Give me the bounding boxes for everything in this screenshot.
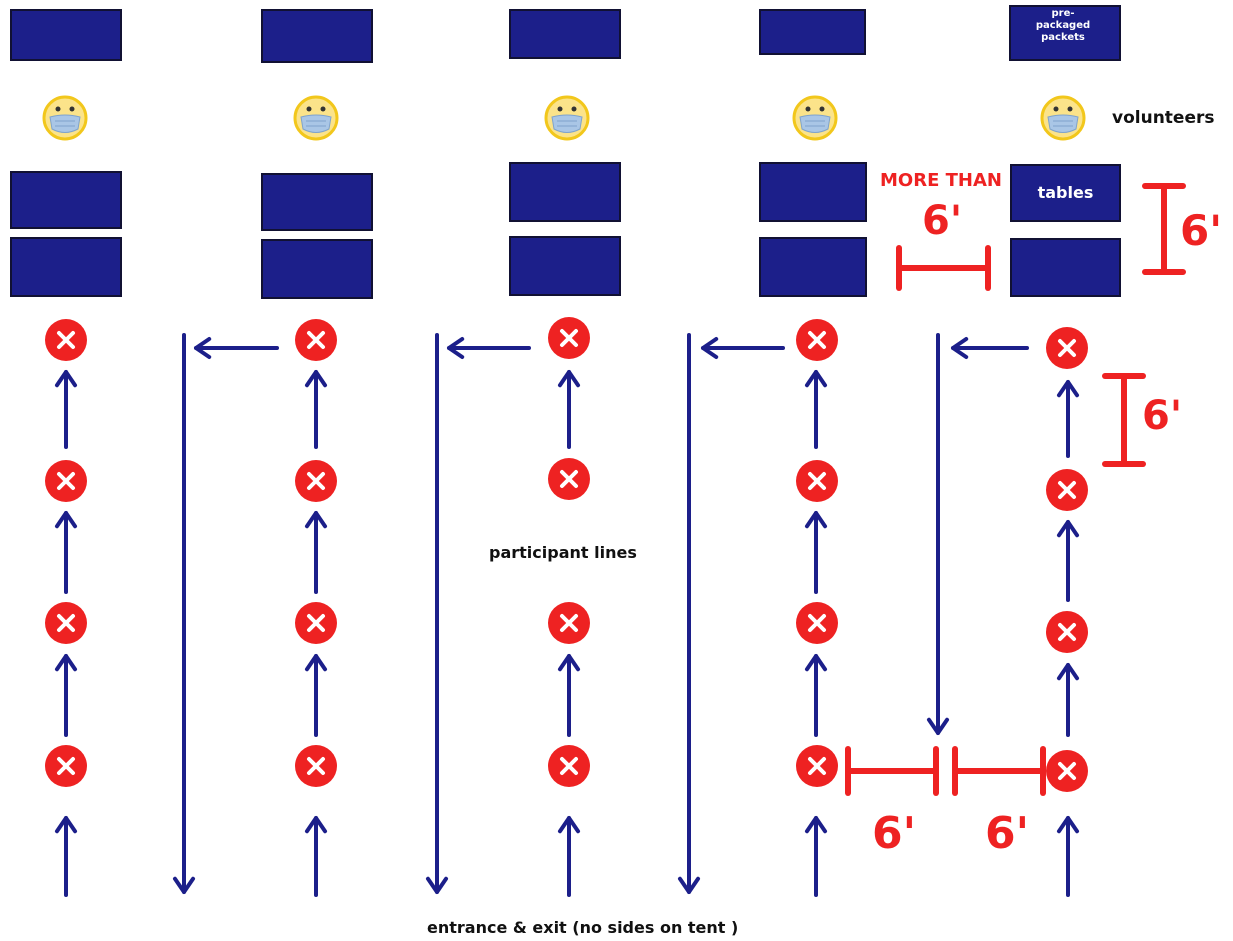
spot-markers-layer bbox=[45, 317, 1088, 792]
x-circle-icon bbox=[295, 602, 337, 644]
x-circle-icon bbox=[548, 745, 590, 787]
masked-face-icon bbox=[293, 95, 339, 141]
arrow-up-icon bbox=[1056, 520, 1080, 602]
prepackaged-packets-label: pre- packaged packets bbox=[1035, 8, 1091, 43]
x-circle-icon bbox=[295, 745, 337, 787]
packet-box bbox=[759, 9, 866, 55]
arrow-up-icon bbox=[54, 816, 78, 897]
x-circle-icon bbox=[1046, 327, 1088, 369]
arrow-left-icon bbox=[447, 336, 531, 360]
x-circle-icon bbox=[45, 319, 87, 361]
six-ft-label-table-length: 6' bbox=[1180, 206, 1223, 255]
x-circle-icon bbox=[1046, 750, 1088, 792]
table bbox=[10, 237, 122, 297]
measure-bracket bbox=[952, 746, 1046, 796]
measure-bracket bbox=[845, 746, 939, 796]
volunteers-layer bbox=[42, 95, 1086, 141]
table bbox=[10, 171, 122, 229]
arrow-up-icon bbox=[804, 511, 828, 594]
x-circle-icon bbox=[796, 602, 838, 644]
arrow-up-icon bbox=[804, 370, 828, 449]
arrow-up-icon bbox=[1056, 816, 1080, 897]
arrow-left-icon bbox=[194, 336, 279, 360]
x-circle-icon bbox=[45, 745, 87, 787]
x-circle-icon bbox=[548, 458, 590, 500]
arrow-up-icon bbox=[557, 654, 581, 737]
arrow-left-icon bbox=[701, 336, 785, 360]
x-circle-icon bbox=[796, 745, 838, 787]
arrow-up-icon bbox=[54, 654, 78, 737]
x-circle-icon bbox=[1046, 611, 1088, 653]
arrow-down-icon bbox=[677, 333, 701, 894]
table bbox=[1010, 238, 1121, 297]
x-circle-icon bbox=[1046, 469, 1088, 511]
measure-bracket bbox=[1102, 373, 1146, 467]
arrow-up-icon bbox=[804, 816, 828, 897]
x-circle-icon bbox=[548, 317, 590, 359]
x-circle-icon bbox=[548, 602, 590, 644]
arrow-up-icon bbox=[557, 816, 581, 897]
tables-layer bbox=[10, 5, 1121, 299]
arrow-up-icon bbox=[54, 370, 78, 449]
arrow-up-icon bbox=[304, 654, 328, 737]
distance-markers-layer bbox=[845, 183, 1186, 796]
entrance-exit-label: entrance & exit (no sides on tent ) bbox=[427, 918, 739, 937]
arrow-up-icon bbox=[1056, 380, 1080, 458]
masked-face-icon bbox=[1040, 95, 1086, 141]
arrow-down-icon bbox=[172, 333, 196, 894]
arrow-up-icon bbox=[304, 511, 328, 594]
packet-box bbox=[1009, 5, 1121, 61]
x-circle-icon bbox=[295, 319, 337, 361]
table bbox=[759, 162, 867, 222]
table bbox=[261, 173, 373, 231]
arrow-up-icon bbox=[304, 370, 328, 449]
packet-box bbox=[509, 9, 621, 59]
measure-bracket bbox=[896, 245, 991, 291]
arrow-up-icon bbox=[54, 511, 78, 594]
arrow-up-icon bbox=[304, 816, 328, 897]
six-ft-label-tables-gap: 6' bbox=[922, 198, 963, 244]
arrow-left-icon bbox=[951, 336, 1029, 360]
x-circle-icon bbox=[796, 319, 838, 361]
arrow-up-icon bbox=[804, 654, 828, 737]
measure-bracket bbox=[1142, 183, 1186, 275]
table bbox=[1010, 164, 1121, 222]
six-ft-label-lane-gap-right: 6' bbox=[985, 808, 1030, 859]
x-circle-icon bbox=[295, 460, 337, 502]
arrow-up-icon bbox=[557, 370, 581, 449]
table bbox=[261, 239, 373, 299]
arrow-down-icon bbox=[425, 333, 449, 894]
more-than-label: MORE THAN bbox=[880, 170, 1002, 191]
table bbox=[759, 237, 867, 297]
tables-label: tables bbox=[1037, 183, 1094, 202]
six-ft-label-line-spacing: 6' bbox=[1142, 393, 1183, 439]
direction-arrows-layer bbox=[54, 333, 1080, 897]
packet-box bbox=[261, 9, 373, 63]
participant-lines-label: participant lines bbox=[489, 543, 637, 562]
masked-face-icon bbox=[42, 95, 88, 141]
x-circle-icon bbox=[796, 460, 838, 502]
six-ft-label-lane-gap-left: 6' bbox=[872, 808, 917, 859]
table bbox=[509, 236, 621, 296]
x-circle-icon bbox=[45, 602, 87, 644]
packet-box bbox=[10, 9, 122, 61]
arrow-up-icon bbox=[1056, 663, 1080, 737]
table bbox=[509, 162, 621, 222]
arrow-down-icon bbox=[926, 333, 950, 735]
masked-face-icon bbox=[544, 95, 590, 141]
x-circle-icon bbox=[45, 460, 87, 502]
volunteers-label: volunteers bbox=[1112, 108, 1215, 128]
masked-face-icon bbox=[792, 95, 838, 141]
